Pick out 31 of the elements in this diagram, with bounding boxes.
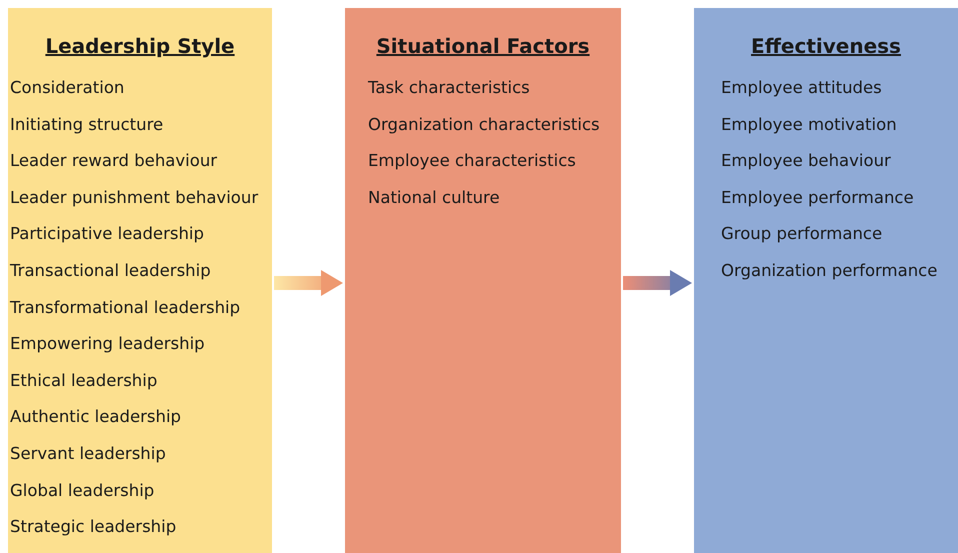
column-heading: Leadership Style [44,34,236,58]
list-item: Initiating structure [10,114,164,134]
list-item: Participative leadership [10,224,204,244]
list-item: Global leadership [10,480,154,500]
list-item: Leader punishment behaviour [10,188,258,207]
list-item: Organization characteristics [368,114,600,134]
list-item: Employee motivation [721,114,897,134]
list-item: Employee behaviour [721,151,891,170]
list-item: Empowering leadership [10,334,205,354]
column-panel [345,8,621,553]
list-item: Transactional leadership [10,261,211,280]
list-item: Group performance [721,224,882,244]
list-item: Ethical leadership [10,370,158,390]
column-heading: Situational Factors [375,34,591,58]
list-item: Servant leadership [10,444,166,463]
list-item: Consideration [10,78,124,97]
list-item: Organization performance [721,261,938,280]
list-item: Leader reward behaviour [10,151,218,170]
list-item: Task characteristics [368,78,530,97]
list-item: Employee attitudes [721,78,882,97]
list-item: National culture [368,188,500,207]
list-item: Employee characteristics [368,151,576,170]
list-item: Transformational leadership [10,298,240,317]
column-panel [694,8,958,553]
list-item: Authentic leadership [10,407,182,426]
column-heading: Effectiveness [750,34,902,58]
list-item: Strategic leadership [10,517,176,536]
arrow [274,270,343,296]
column-panel [8,8,272,553]
arrow [623,270,692,296]
list-item: Employee performance [721,188,914,207]
